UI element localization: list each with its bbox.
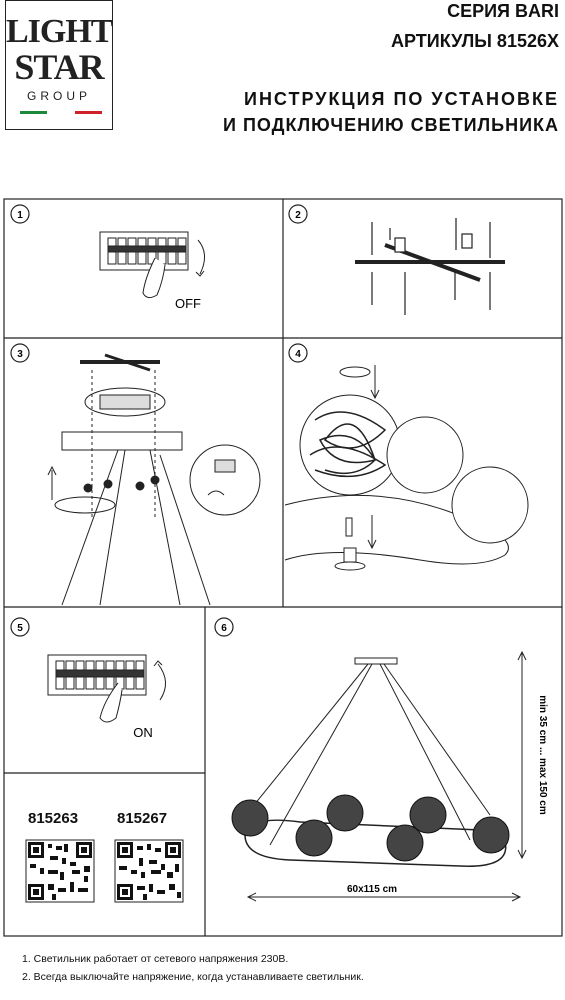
- step-grid: [3, 198, 563, 937]
- hand-icon: [142, 257, 166, 299]
- detail-circle: [189, 444, 261, 516]
- canopy-plate: [61, 431, 183, 451]
- rotate-arrow-icon: [157, 663, 166, 701]
- step3-badge: [10, 343, 30, 363]
- height-dimension-label: min 35 cm ... max 150 cm: [537, 695, 548, 815]
- instruction-title-line2: И ПОДКЛЮЧЕНИЮ СВЕТИЛЬНИКА: [223, 115, 559, 135]
- step2-badge: [288, 204, 308, 224]
- step4-number: 4: [295, 349, 301, 360]
- logo-text-star: STAR: [14, 47, 104, 87]
- brand-logo: LIGHT STAR GROUP: [5, 0, 113, 130]
- series-title: СЕРИЯ BARI: [447, 1, 559, 21]
- logo-flag: [20, 111, 102, 114]
- step4-shade-illustration: [284, 365, 529, 571]
- step6-number: 6: [221, 623, 227, 634]
- rotate-arrow-icon: [339, 366, 371, 378]
- width-dimension-label: 60x115 cm: [347, 884, 397, 895]
- step2-number: 2: [295, 210, 301, 221]
- step3-canopy-illustration: [47, 353, 261, 606]
- wire-ball-shades: [231, 794, 510, 862]
- article-numbers: АРТИКУЛЫ 81526X: [391, 31, 559, 51]
- step4-badge: [288, 343, 308, 363]
- step3-number: 3: [17, 349, 23, 360]
- step1-badge: [10, 204, 30, 224]
- on-label: ON: [133, 725, 153, 740]
- step1-number: 1: [17, 210, 23, 221]
- glass-ball-shade: [386, 416, 464, 494]
- instruction-title-line1: ИНСТРУКЦИЯ ПО УСТАНОВКЕ: [244, 89, 559, 109]
- flag-stripe-white: [47, 111, 75, 114]
- flag-stripe-red: [74, 111, 102, 114]
- off-label: OFF: [175, 296, 201, 311]
- note-item: 2. Всегда выключайте напряжение, когда у…: [22, 971, 364, 983]
- hand-icon: [99, 682, 123, 723]
- step2-bracket-illustration: [355, 218, 505, 315]
- logo-text-group: GROUP: [26, 89, 91, 103]
- rotate-arrow-icon: [197, 239, 205, 275]
- qr-article-label-2: 815267: [117, 810, 168, 827]
- step6-badge: [214, 617, 234, 637]
- qr-code-815267: [114, 839, 184, 903]
- wire-ball-shade: [299, 394, 401, 496]
- notes-list: 1. Светильник работает от сетевого напря…: [22, 950, 364, 986]
- qr-article-label-1: 815263: [28, 810, 79, 827]
- bulb-icon: [345, 517, 353, 537]
- qr-code-815263: [25, 839, 95, 903]
- step5-breaker-illustration: [47, 654, 166, 723]
- flag-stripe-green: [20, 111, 48, 114]
- step1-breaker-illustration: [99, 231, 205, 299]
- step5-badge: [10, 617, 30, 637]
- step6-fixture-illustration: [231, 650, 527, 902]
- note-item: 1. Светильник работает от сетевого напря…: [22, 953, 289, 965]
- logo-text-light: LIGHT: [6, 13, 113, 50]
- step5-number: 5: [17, 623, 23, 634]
